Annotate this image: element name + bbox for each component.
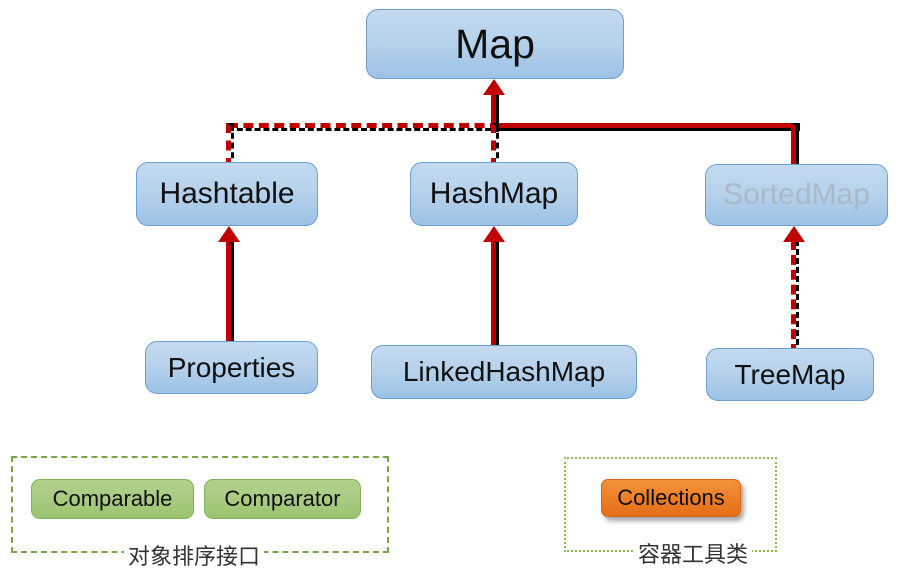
edge-treemap-to-sortedmap [791,240,799,354]
node-hashtable[interactable]: Hashtable [136,162,318,226]
node-hashmap[interactable]: HashMap [410,162,578,226]
edge-linkedhashmap-to-hashmap [491,240,499,351]
node-linkedhashmap-label: LinkedHashMap [402,356,606,387]
node-hashmap-label: HashMap [429,177,559,210]
edge-hashtable-to-map-horizontal [228,123,500,131]
node-treemap[interactable]: TreeMap [706,348,874,401]
chip-comparable[interactable]: Comparable [31,479,194,519]
node-treemap-label: TreeMap [734,358,846,390]
chip-comparator-label: Comparator [224,486,341,511]
arrowhead-to-sortedmap [783,226,805,242]
edge-sortedmap-to-map-horizontal [491,123,800,131]
edge-sortedmap-to-map-vertical [791,123,799,170]
node-hashtable-label: Hashtable [159,177,295,210]
legend-sorting-caption: 对象排序接口 [124,539,265,571]
node-properties-label: Properties [167,351,296,383]
chip-comparable-label: Comparable [52,486,173,511]
chip-comparator[interactable]: Comparator [204,479,361,519]
node-sortedmap[interactable]: SortedMap [705,164,888,226]
chip-collections[interactable]: Collections [601,479,741,517]
node-map[interactable]: Map [366,9,624,79]
arrowhead-to-hashmap [483,226,505,242]
chip-collections-label: Collections [617,485,725,510]
arrowhead-to-map [483,79,505,95]
node-sortedmap-label: SortedMap [723,178,870,211]
node-map-label: Map [455,20,535,67]
node-linkedhashmap[interactable]: LinkedHashMap [371,345,637,399]
node-properties[interactable]: Properties [145,341,318,394]
edge-properties-to-hashtable [226,240,234,347]
legend-utility-caption: 容器工具类 [634,537,753,569]
arrowhead-to-hashtable [218,226,240,242]
